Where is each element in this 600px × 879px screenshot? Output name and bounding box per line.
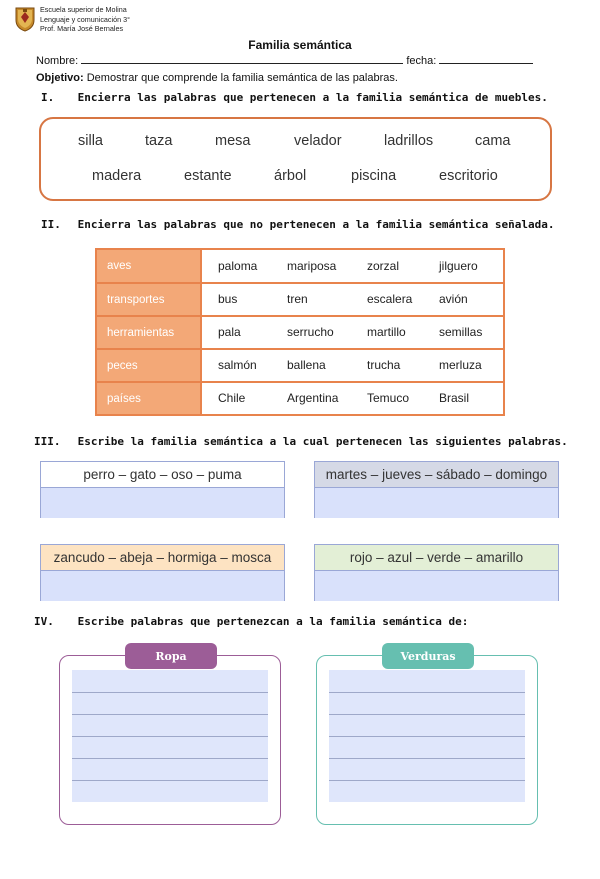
family-box-4: rojo – azul – verde – amarillo — [314, 544, 559, 601]
family-words: rojo – azul – verde – amarillo — [315, 545, 558, 571]
word-item[interactable]: piscina — [351, 168, 397, 184]
objective: Objetivo: Demostrar que comprende la fam… — [36, 72, 398, 84]
category-cell: peces — [97, 350, 200, 381]
objective-text: Demostrar que comprende la familia semán… — [86, 72, 398, 84]
table-word[interactable]: salmón — [218, 358, 257, 372]
section-instruction: Encierra las palabras que pertenecen a l… — [77, 91, 548, 104]
writing-line — [329, 714, 525, 715]
name-label: Nombre: — [36, 55, 79, 67]
table-word[interactable]: serrucho — [287, 325, 334, 339]
word-item[interactable]: escritorio — [439, 168, 498, 184]
writing-line — [329, 692, 525, 693]
semantic-family-table: aves transportes herramientas peces país… — [95, 248, 505, 416]
table-word[interactable]: semillas — [439, 325, 483, 339]
school-info: Escuela superior de Molina Lenguaje y co… — [40, 5, 130, 34]
table-word[interactable]: paloma — [218, 259, 258, 273]
word-item[interactable]: velador — [294, 133, 342, 149]
table-word[interactable]: zorzal — [367, 259, 400, 273]
category-cell: herramientas — [97, 317, 200, 348]
section-instruction: Escribe la familia semántica a la cual p… — [77, 435, 568, 448]
word-item[interactable]: madera — [92, 168, 142, 184]
section-number: III. — [34, 435, 61, 448]
writing-line — [72, 736, 268, 737]
word-item[interactable]: silla — [78, 133, 103, 149]
family-words: martes – jueves – sábado – domingo — [315, 462, 558, 488]
family-words: zancudo – abeja – hormiga – mosca — [41, 545, 284, 571]
school-line: Lenguaje y comunicación 3° — [40, 14, 130, 24]
table-word[interactable]: escalera — [367, 292, 413, 306]
table-word[interactable]: trucha — [367, 358, 401, 372]
family-answer-field[interactable] — [315, 488, 558, 518]
word-item[interactable]: árbol — [274, 168, 307, 184]
section-2-heading: II. Encierra las palabras que no pertene… — [41, 218, 554, 231]
section-number: I. — [41, 91, 55, 104]
family-answer-field[interactable] — [315, 571, 558, 601]
word-item[interactable]: taza — [145, 133, 173, 149]
family-answer-field[interactable] — [41, 488, 284, 518]
writing-line — [72, 780, 268, 781]
family-answer-field[interactable] — [41, 571, 284, 601]
table-word[interactable]: martillo — [367, 325, 406, 339]
writing-line — [329, 780, 525, 781]
family-words: perro – gato – oso – puma — [41, 462, 284, 488]
table-word[interactable]: ballena — [287, 358, 326, 372]
writing-line — [72, 758, 268, 759]
writing-line — [72, 714, 268, 715]
word-item[interactable]: mesa — [215, 133, 251, 149]
word-item[interactable]: estante — [184, 168, 232, 184]
table-word[interactable]: pala — [218, 325, 241, 339]
school-crest-icon — [15, 7, 35, 32]
writing-line — [329, 736, 525, 737]
section-3-heading: III. Escribe la familia semántica a la c… — [34, 435, 568, 448]
table-word[interactable]: tren — [287, 292, 308, 306]
category-cell: países — [97, 383, 200, 414]
category-tag-verduras: Verduras — [382, 643, 474, 669]
writing-box-ropa — [59, 655, 281, 825]
table-divider — [200, 250, 202, 414]
table-divider — [97, 348, 503, 350]
section-1-heading: I. Encierra las palabras que pertenecen … — [41, 91, 548, 104]
name-field[interactable] — [81, 55, 404, 64]
category-tag-ropa: Ropa — [125, 643, 217, 669]
table-word[interactable]: mariposa — [287, 259, 337, 273]
table-divider — [97, 282, 503, 284]
section-number: II. — [41, 218, 61, 231]
category-cell: transportes — [97, 284, 200, 315]
table-word[interactable]: Temuco — [367, 391, 410, 405]
table-divider — [97, 381, 503, 383]
name-row: Nombre: fecha: — [36, 55, 534, 67]
date-field[interactable] — [439, 55, 534, 64]
family-box-2: martes – jueves – sábado – domingo — [314, 461, 559, 518]
family-box-3: zancudo – abeja – hormiga – mosca — [40, 544, 285, 601]
table-word[interactable]: avión — [439, 292, 468, 306]
writing-box-verduras — [316, 655, 538, 825]
table-word[interactable]: Brasil — [439, 391, 470, 405]
school-line: Prof. María José Bernales — [40, 24, 124, 33]
section-4-heading: IV. Escribe palabras que pertenezcan a l… — [34, 615, 468, 628]
date-label: fecha: — [406, 55, 437, 67]
table-divider — [97, 315, 503, 317]
table-word[interactable]: Argentina — [287, 391, 339, 405]
writing-area[interactable] — [72, 670, 268, 802]
section-number: IV. — [34, 615, 54, 628]
writing-line — [329, 758, 525, 759]
section-instruction: Encierra las palabras que no pertenecen … — [77, 218, 555, 231]
writing-line — [72, 692, 268, 693]
category-cell: aves — [97, 250, 200, 282]
page-title: Familia semántica — [248, 38, 352, 52]
table-word[interactable]: Chile — [218, 391, 246, 405]
family-box-1: perro – gato – oso – puma — [40, 461, 285, 518]
section-instruction: Escribe palabras que pertenezcan a la fa… — [77, 615, 469, 628]
writing-area[interactable] — [329, 670, 525, 802]
objective-label: Objetivo: — [36, 72, 84, 84]
table-word[interactable]: jilguero — [439, 259, 478, 273]
table-word[interactable]: merluza — [439, 358, 482, 372]
word-item[interactable]: cama — [475, 133, 511, 149]
word-item[interactable]: ladrillos — [384, 133, 434, 149]
furniture-word-box — [39, 117, 552, 201]
school-line: Escuela superior de Molina — [40, 5, 127, 14]
table-word[interactable]: bus — [218, 292, 238, 306]
